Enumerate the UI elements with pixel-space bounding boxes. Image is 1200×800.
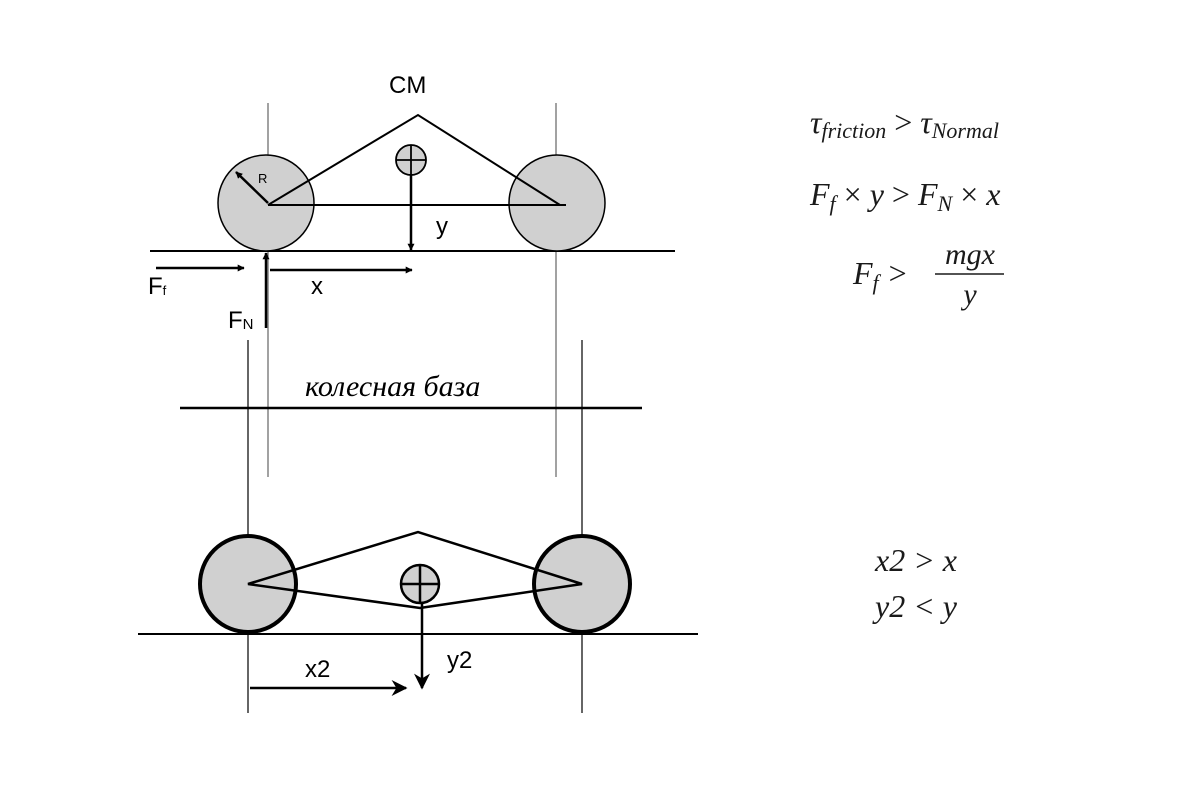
bottom-cm-symbol-icon: [399, 563, 441, 605]
radius-label: R: [258, 171, 267, 186]
bottom-body-shape: [247, 530, 583, 610]
normal-force-label: FN: [228, 307, 254, 334]
equation-force-moment: Ff×y>FN×x: [809, 176, 1000, 216]
friction-force-label: Ff: [148, 273, 167, 300]
fraction-denominator: y: [960, 278, 977, 311]
x2-label: x2: [305, 656, 330, 683]
cm-label: CM: [389, 72, 426, 99]
torque-equations: τfriction>τNormal Ff×y>FN×x Ff> mgx y: [809, 104, 1004, 311]
radius-arrow: [235, 171, 269, 204]
top-left-wheel: [217, 154, 315, 252]
top-body-triangle: [267, 113, 561, 206]
comparison-equations: x2 > x y2 < y: [872, 542, 958, 624]
comparison-y: y2 < y: [872, 588, 958, 624]
wheelbase-divider: колесная база: [180, 370, 642, 410]
bottom-diagram: y2 x2: [138, 340, 698, 713]
wheelbase-label: колесная база: [305, 370, 480, 403]
fraction-numerator: mgx: [945, 238, 996, 271]
fraction-lhs: Ff>: [852, 255, 907, 295]
x-label: x: [311, 273, 323, 300]
top-diagram: R CM y x Ff FN: [148, 72, 675, 477]
y2-label: y2: [447, 647, 472, 674]
comparison-x: x2 > x: [874, 542, 957, 578]
equation-torque-inequality: τfriction>τNormal: [810, 104, 999, 143]
cm-symbol-icon: [395, 144, 427, 176]
equation-friction-fraction: Ff> mgx y: [852, 238, 1004, 311]
y-label: y: [436, 213, 448, 240]
